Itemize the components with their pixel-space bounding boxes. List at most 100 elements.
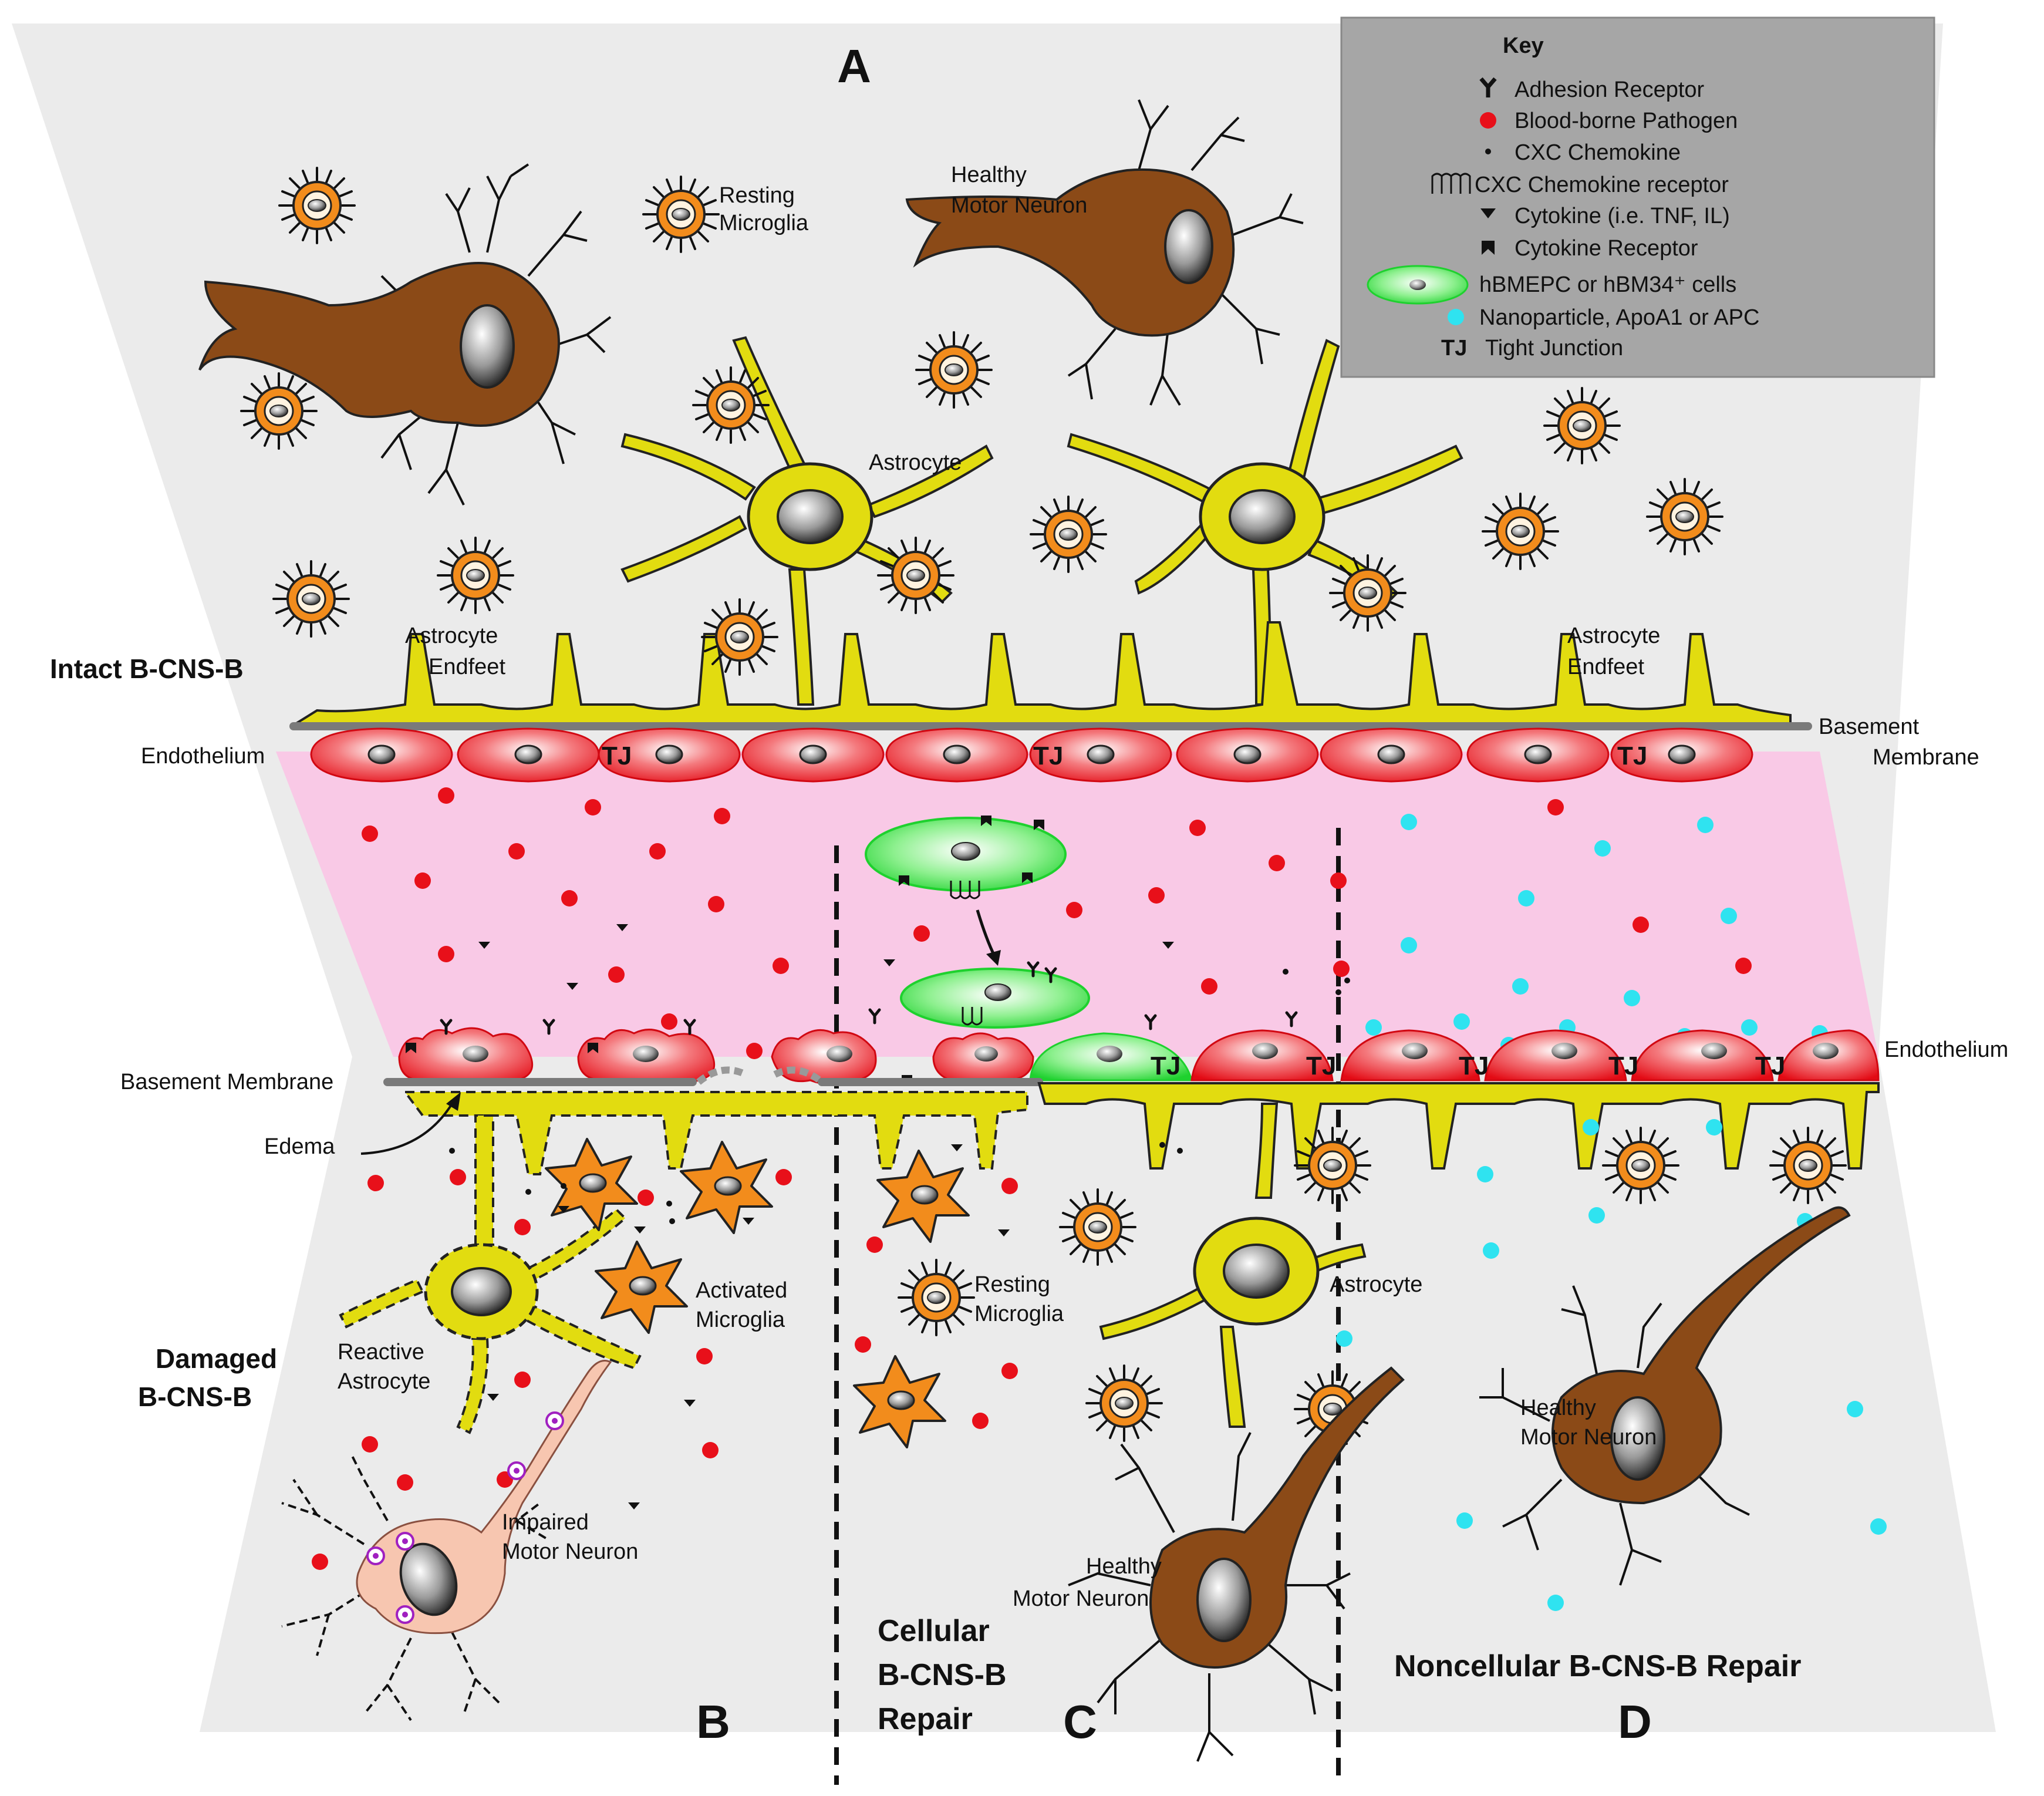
resting-microglia — [1769, 1127, 1847, 1204]
blood-borne-pathogens — [362, 787, 1752, 1059]
healthy-motor-neuron-label: Healthy — [1520, 1396, 1596, 1420]
migration-arrow-head — [986, 950, 1001, 966]
cellular-repair-label: Cellular — [878, 1614, 990, 1648]
reactive-astrocyte-label: Astrocyte — [338, 1369, 430, 1394]
resting-microglia — [1059, 1188, 1136, 1266]
basement-membrane-label: Basement Membrane — [120, 1070, 333, 1094]
chemokine-icon — [1485, 149, 1491, 154]
healthy-motor-neuron-label: Motor Neuron — [951, 193, 1087, 218]
impaired-motor-neuron — [281, 1360, 612, 1721]
healthy-motor-neuron-label: Motor Neuron — [1520, 1425, 1657, 1450]
panel-label-d: D — [1618, 1696, 1652, 1748]
cytokine-icon — [1480, 208, 1496, 218]
adhesion-receptor-icon — [1479, 77, 1497, 97]
key-item-label: Tight Junction — [1485, 336, 1623, 360]
pathogens-tissue — [312, 1169, 1018, 1570]
key-item-label: Nanoparticle, ApoA1 or APC — [1479, 305, 1759, 330]
edema-arrow-head — [446, 1092, 461, 1111]
key-item-label: Cytokine (i.e. TNF, IL) — [1515, 204, 1730, 228]
endothelium-repaired — [1146, 1013, 1880, 1081]
tj-label: TJ — [1608, 1052, 1638, 1080]
cytokine-receptor-icon — [1482, 241, 1495, 255]
healthy-motor-neuron-upper-right — [905, 99, 1304, 406]
astrocyte-label: Astrocyte — [1330, 1272, 1422, 1297]
cellular-repair-label: B-CNS-B — [878, 1658, 1007, 1692]
healthy-motor-neuron-label: Healthy — [1086, 1554, 1162, 1579]
resting-microglia — [1030, 496, 1107, 573]
panel-label-b: B — [696, 1696, 730, 1748]
resting-microglia — [1329, 554, 1406, 632]
activated-microglia-label: Microglia — [696, 1308, 785, 1332]
tj-label: TJ — [1306, 1052, 1336, 1080]
healthy-motor-neuron-label: Healthy — [951, 163, 1027, 187]
reactive-astrocyte-label: Reactive — [338, 1340, 424, 1364]
basement-membrane-gap — [696, 1066, 824, 1085]
tj-label: TJ — [1033, 742, 1063, 770]
intact-bcnsb-label: Intact B-CNS-B — [50, 653, 244, 684]
chemokines-tissue — [449, 1142, 1183, 1224]
astrocyte-endfeet-label: Astrocyte — [405, 624, 498, 648]
cellular-repair-label: Repair — [878, 1702, 973, 1736]
resting-microglia-label: Resting — [974, 1272, 1050, 1297]
astrocyte-lower-right — [1099, 1103, 1367, 1428]
resting-microglia-label: Resting — [719, 183, 795, 208]
resting-microglia — [692, 366, 770, 444]
key-item-label: CXC Chemokine — [1515, 140, 1681, 165]
healthy-motor-neuron-lower-center — [1068, 1366, 1405, 1762]
basement-membrane-label: Basement — [1819, 715, 1920, 739]
healthy-motor-neuron-upper-left — [198, 163, 612, 506]
damaged-bcnsb-label: Damaged — [156, 1343, 277, 1374]
panel-label-a: A — [837, 40, 871, 92]
resting-microglia — [898, 1259, 975, 1336]
astrocyte-endfeet-label: Endfeet — [1567, 655, 1644, 679]
healthy-motor-neuron-label: Motor Neuron — [1013, 1586, 1149, 1611]
chemokines-lumen — [1283, 969, 1350, 995]
healthy-motor-neuron-lower-right — [1479, 1206, 1851, 1586]
reactive-astrocyte — [339, 1114, 642, 1434]
endothelium-label: Endothelium — [141, 744, 265, 769]
nanoparticle-icon — [1448, 309, 1464, 325]
endothelium-label: Endothelium — [1884, 1037, 2008, 1062]
resting-microglia — [437, 537, 514, 614]
astrocyte-label: Astrocyte — [869, 450, 962, 475]
resting-microglia-label: Microglia — [719, 211, 809, 235]
key-item-label: Cytokine Receptor — [1515, 236, 1698, 261]
tj-label: TJ — [602, 742, 632, 770]
damaged-bcnsb-label: B-CNS-B — [138, 1381, 252, 1412]
edema-label: Edema — [264, 1134, 335, 1159]
resting-microglia — [877, 537, 954, 614]
key-box: Key Adhesion Receptor Blood-borne Pathog… — [1340, 16, 1935, 378]
resting-microglia — [1646, 478, 1723, 555]
basement-membrane-label: Membrane — [1873, 745, 1979, 770]
resting-microglia — [1085, 1364, 1163, 1442]
tj-label: TJ — [1151, 1052, 1180, 1080]
resting-microglia-label: Microglia — [974, 1302, 1064, 1326]
lower-tissue-area — [200, 1057, 1996, 1732]
tj-label: TJ — [1459, 1052, 1489, 1080]
resting-microglia — [240, 372, 318, 450]
astrocyte-endfeet-upper — [289, 621, 1792, 726]
resting-microglia — [272, 560, 350, 638]
panel-label-c: C — [1063, 1696, 1097, 1748]
endothelium-damaged — [398, 1020, 1034, 1086]
astrocyte-endfeet-damaged — [403, 1091, 1028, 1175]
astrocyte-endfeet-label: Astrocyte — [1567, 624, 1660, 648]
resting-microglia — [1602, 1127, 1679, 1204]
stem-cell-integrated — [1029, 1032, 1193, 1081]
resting-microglia — [278, 167, 356, 244]
impaired-motor-neuron-label: Impaired — [502, 1510, 589, 1535]
pathogen-icon — [1480, 112, 1496, 129]
tj-label: TJ — [1755, 1052, 1785, 1080]
noncellular-repair-label: Noncellular B-CNS-B Repair — [1394, 1649, 1801, 1683]
resting-microglia — [1482, 493, 1559, 570]
key-item-label: CXC Chemokine receptor — [1475, 173, 1729, 197]
stem-cell-icon — [1367, 265, 1469, 305]
activated-microglia-label: Activated — [696, 1278, 787, 1303]
astrocyte-endfeet-label: Endfeet — [429, 655, 505, 679]
edema-arrow — [360, 1103, 453, 1155]
stem-cell-adhering — [870, 963, 1090, 1029]
key-item-label: Adhesion Receptor — [1515, 77, 1705, 102]
key-item-label: Blood-borne Pathogen — [1515, 109, 1738, 133]
resting-microglia — [701, 598, 778, 676]
